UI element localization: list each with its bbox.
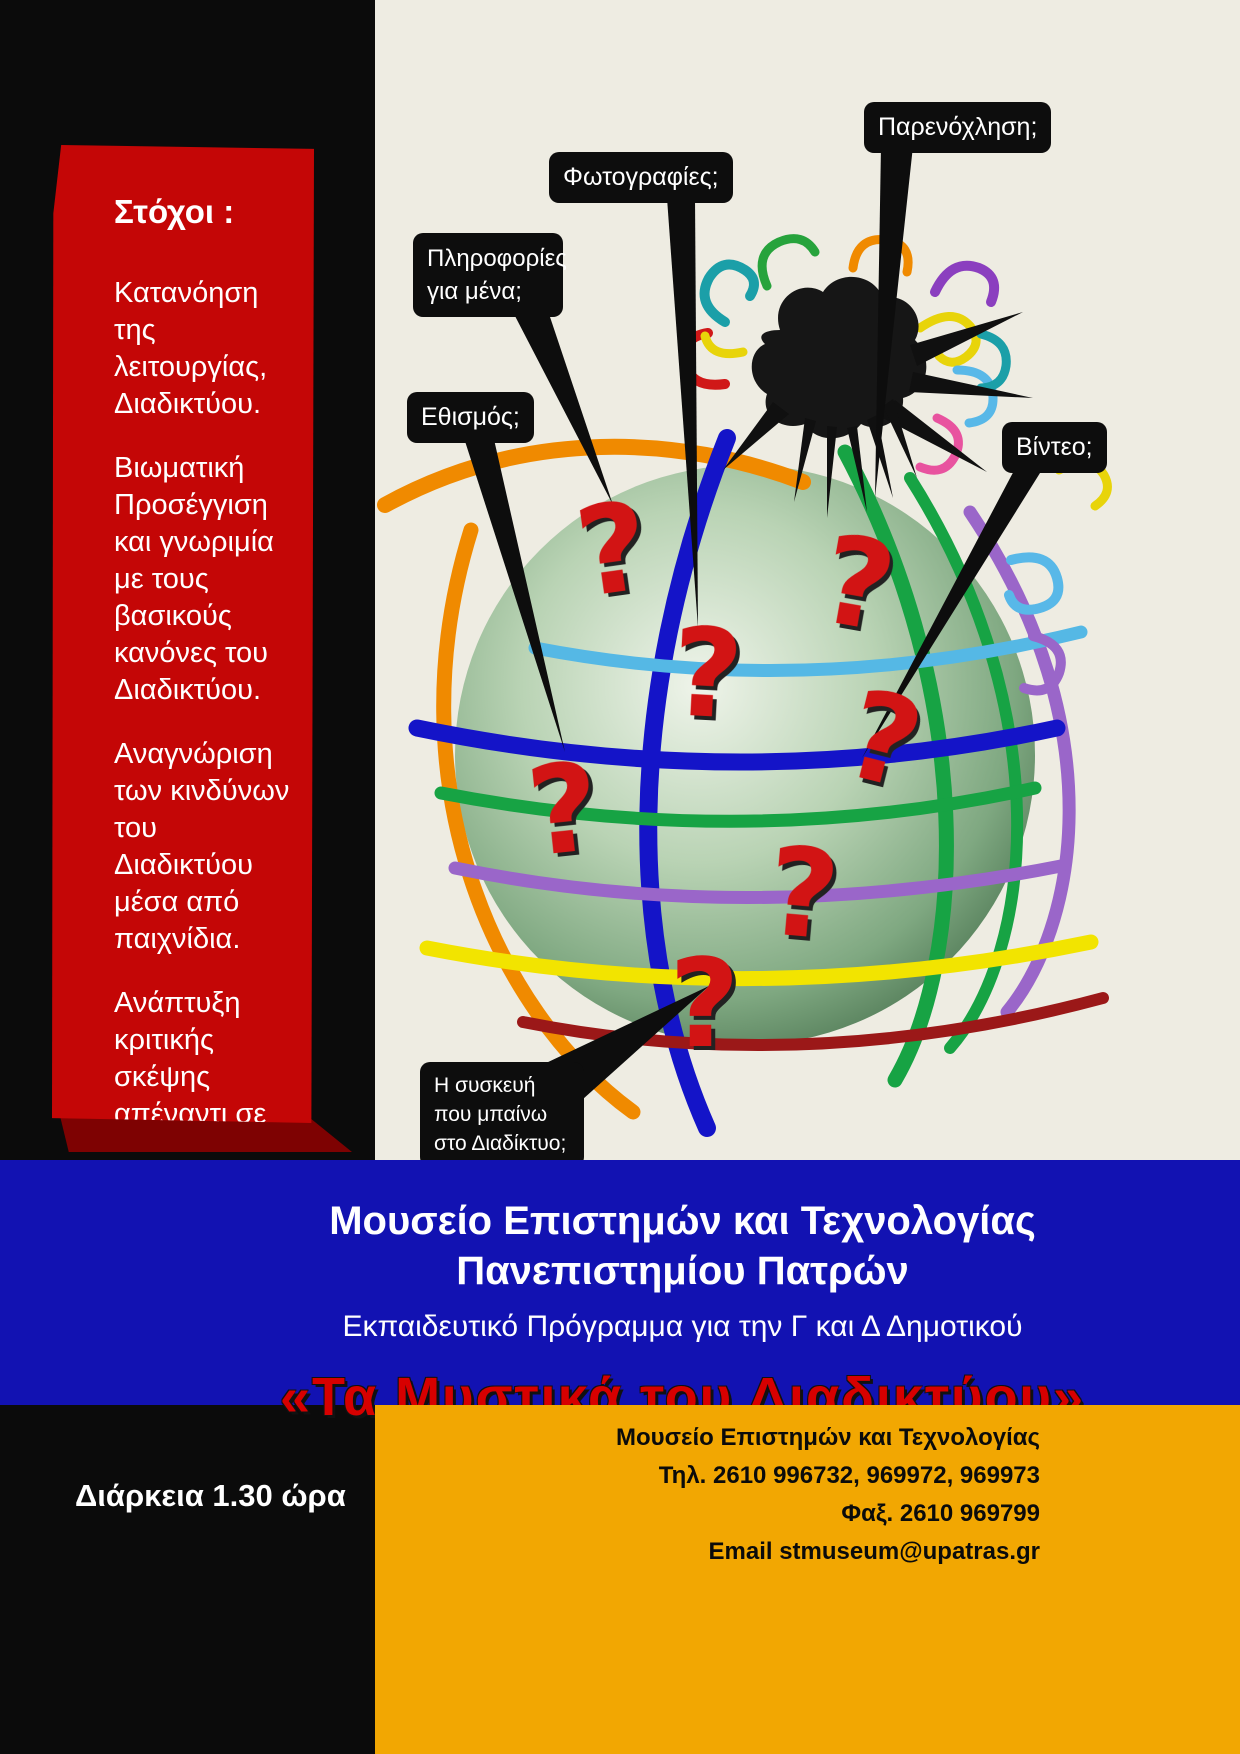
goal-item-4: Ανάπτυξη κριτικής σκέψης απέναντι σε κιν… [114, 987, 267, 1130]
globe-illustration: ? ? ? ? ? ? ? [377, 146, 1112, 1137]
globe [377, 429, 1112, 1137]
contact-line-4: Email stmuseum@upatras.gr [708, 1538, 1041, 1565]
callout-tail-photos [667, 198, 698, 628]
callout-harassment-label: Παρενόχληση; [878, 113, 1038, 141]
callout-video-label: Βίντεο; [1016, 433, 1093, 461]
callout-tail-personal-info [515, 308, 613, 505]
callout-tail-harassment [875, 146, 913, 498]
goals-ribbon: Στόχοι : Κατανόηση της λειτουργίας, Διαδ… [52, 145, 314, 1123]
contact-panel: Μουσείο Επιστημών και Τεχνολογίας Τηλ. 2… [375, 1405, 1240, 1754]
duration-text: Διάρκεια 1.30 ώρα [75, 1478, 346, 1513]
question-mark-icon: ? [762, 820, 845, 968]
question-mark-icon: ? [669, 933, 740, 1075]
callout-personal-info-label: Πληροφορίες για μένα; [427, 245, 567, 305]
contact-line-2: Τηλ. 2610 996732, 969972, 969973 [658, 1462, 1040, 1489]
museum-name-line2: Πανεπιστημίου Πατρών [456, 1249, 909, 1293]
goals-title: Στόχοι : [114, 193, 235, 230]
callout-photos-label: Φωτογραφίες; [563, 163, 719, 191]
callout-addiction: Εθισμός; [407, 392, 534, 443]
callout-harassment: Παρενόχληση; [864, 102, 1052, 153]
callout-device: Η συσκευή που μπαίνω στο Διαδίκτυο; [420, 1062, 584, 1167]
question-mark-icon: ? [521, 736, 606, 885]
contact-line-3: Φαξ. 2610 969799 [841, 1500, 1040, 1527]
goal-item-3: Αναγνώριση των κινδύνων του Διαδικτύου μ… [114, 738, 290, 955]
question-mark-icon: ? [668, 601, 746, 747]
callout-video: Βίντεο; [1002, 422, 1107, 473]
callout-photos: Φωτογραφίες; [549, 152, 733, 203]
callout-addiction-label: Εθισμός; [421, 403, 520, 431]
callout-device-label: Η συσκευή που μπαίνω στο Διαδίκτυο; [434, 1074, 567, 1155]
callout-tail-video [862, 465, 1045, 758]
goal-item-2: Βιωματική Προσέγγιση και γνωριμία με του… [114, 452, 274, 706]
callout-tail-addiction [463, 435, 565, 752]
contact-line-1: Μουσείο Επιστημών και Τεχνολογίας [616, 1424, 1040, 1451]
illustration-panel: ? ? ? ? ? ? ? Πληροφορίες για μένα; Φωτο… [375, 0, 1240, 1167]
museum-name-line1: Μουσείο Επιστημών και Τεχνολογίας [329, 1199, 1036, 1243]
program-subtitle: Εκπαιδευτικό Πρόγραμμα για την Γ και Δ Δ… [342, 1310, 1023, 1343]
goal-item-1: Κατανόηση της λειτουργίας, Διαδικτύου. [114, 277, 268, 420]
callout-personal-info: Πληροφορίες για μένα; [413, 233, 567, 317]
footer-blue-band: Μουσείο Επιστημών και Τεχνολογίας Πανεπι… [0, 1160, 1240, 1427]
